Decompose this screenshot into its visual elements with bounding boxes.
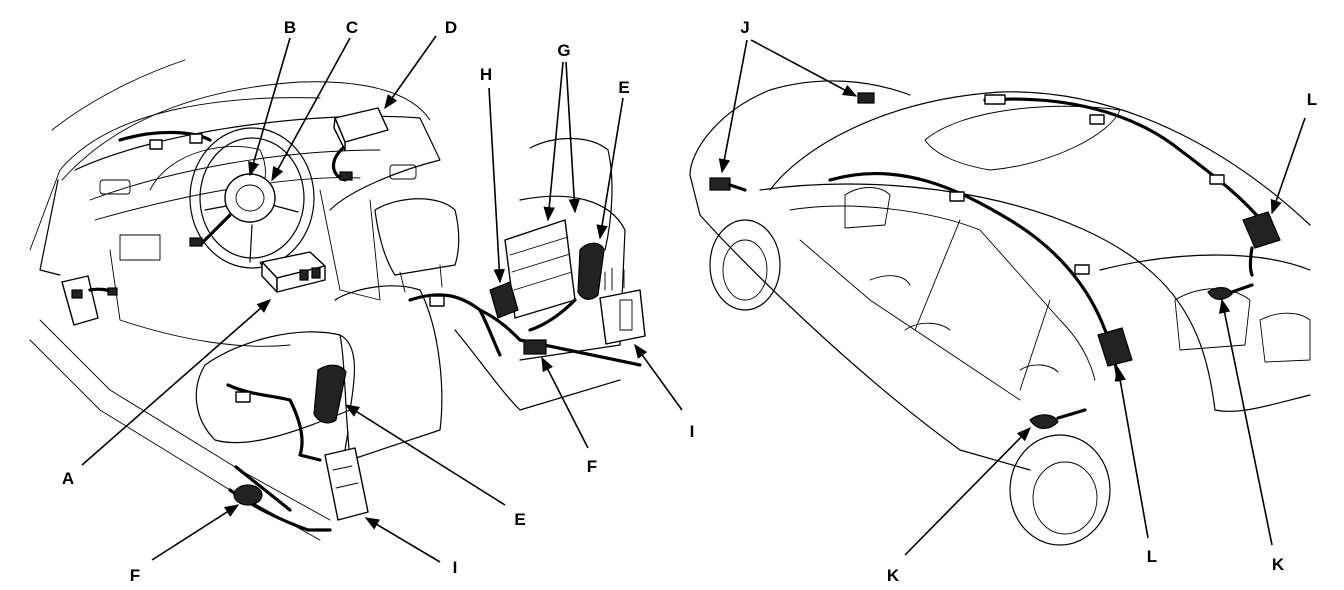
label-a: A [62,469,74,488]
interior-view [29,59,646,541]
leader-j-1 [718,39,748,174]
label-j: J [740,18,749,37]
label-e-bottom: E [514,510,525,529]
leader-g-1 [543,61,564,222]
leader-k-left [904,426,1032,556]
leader-e-bottom [344,404,506,506]
leader-i-right [634,343,683,411]
leader-l-top [1270,117,1306,215]
label-i-right: I [690,422,695,441]
label-b: B [284,18,296,37]
leader-g-2 [565,61,580,214]
leader-e-top [596,97,624,240]
label-e-top: E [618,78,629,97]
label-h: H [480,65,492,84]
label-l-top: L [1307,90,1317,109]
exterior-view [689,80,1311,546]
leader-j-2 [750,39,858,97]
leader-a [81,299,272,466]
label-i-left: I [453,558,458,577]
label-f-left: F [130,566,140,585]
label-k-left: K [887,566,900,585]
label-c: C [346,18,358,37]
callout-labels: A B C D E E F F G H I I J K K L L [62,18,1317,585]
leader-k-right [1218,298,1273,546]
leader-h [488,87,506,284]
leader-c [271,37,351,182]
leader-i-left [364,517,441,563]
label-d: D [445,18,457,37]
label-f-right: F [587,457,597,476]
leader-lines [81,35,1306,563]
leader-b [248,37,291,177]
leader-f-right [541,356,589,449]
leader-l-bottom [1114,366,1149,539]
label-l-bottom: L [1147,547,1157,566]
leader-f-left [151,504,240,561]
label-g: G [557,41,570,60]
label-k-right: K [1272,555,1285,574]
leader-d [384,35,437,110]
